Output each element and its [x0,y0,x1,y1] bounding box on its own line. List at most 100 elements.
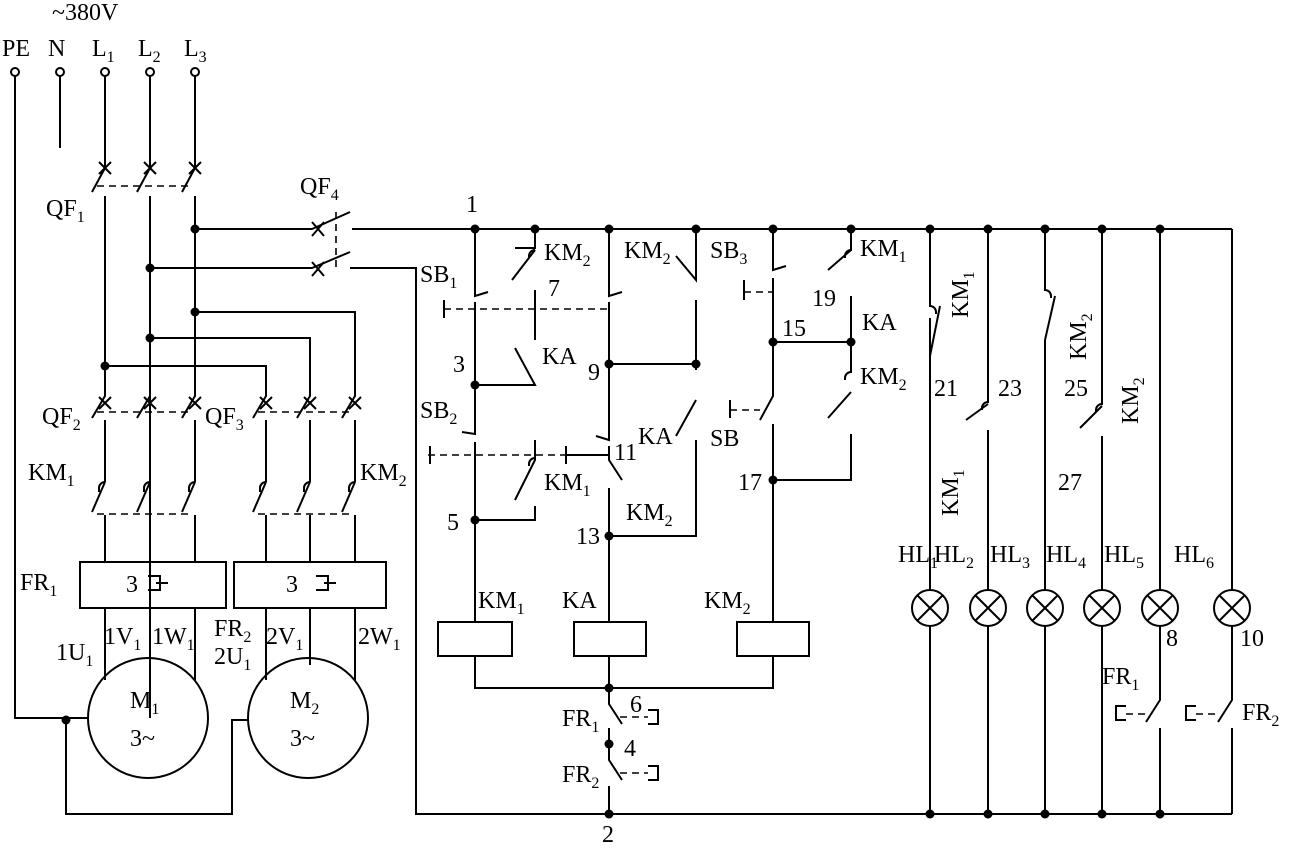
motor-m1 [87,657,209,779]
lamp-hl5 [1141,589,1179,627]
motor-ground-wire [65,717,248,815]
coil-km2 [736,621,810,657]
2u-label: 2U1 [214,644,251,674]
supply-voltage-label: ~380V [52,0,119,26]
1v-label: 1V1 [104,624,141,654]
fr2-box-label: 3 [286,572,298,598]
hl4-label: HL4 [1046,542,1086,572]
node-8-label: 8 [1166,626,1178,652]
fr2-box [233,561,387,609]
node-27-label: 27 [1058,470,1082,496]
node-1-label: 1 [466,192,478,218]
fr2-control-label: FR2 [562,762,599,792]
l2-sub: 2 [153,49,161,66]
sb3-label: SB3 [710,238,747,268]
control-circuit: 1 SB1 SB2 KM2 7 3 KA KM1 5 KM2 9 KA 11 K… [420,192,1165,848]
lamp-cross-icon [1218,594,1246,622]
fr1-box-label: 3 [126,572,138,598]
coil-km2-label: KM2 [704,588,751,618]
lamp-hl4 [1083,589,1121,627]
node-2-label: 2 [602,822,614,848]
2v-label: 2V1 [266,624,303,654]
node-10-label: 10 [1240,626,1264,652]
l2-terminal [145,67,155,77]
node-9-label: 9 [588,360,600,386]
coil-km1 [437,621,513,657]
node-5-label: 5 [447,510,459,536]
node-23-label: 23 [998,376,1022,402]
node-21-label: 21 [934,376,958,402]
ka-aux3-label: KA [862,310,897,336]
m1-phase: 3~ [130,726,155,752]
lamp-hl2 [969,589,1007,627]
fr1-box [79,561,227,609]
qf3-label: QF3 [205,404,244,434]
km1-aux-label: KM1 [544,470,591,500]
lamp-cross-icon [1031,594,1059,622]
node-11-label: 11 [614,440,637,466]
motors: 1U1 1V1 1W1 2U1 2V1 2W1 M1 3~ M2 3~ [56,624,401,815]
lamp-fr2-label: FR2 [1242,700,1279,730]
pe-terminal [10,67,20,77]
hl2-km1-label: KM1 [938,469,968,516]
lamp-hl1 [911,589,949,627]
qf1-label: QF1 [46,196,85,226]
fr2-label: FR2 [214,616,251,646]
hl1-km1-label: KM1 [948,271,978,318]
sb1-label: SB1 [420,262,457,292]
qf4-cross-icon [311,221,325,277]
qf1-cross-icon [98,161,202,175]
l1-label: L1 [92,36,115,66]
node-6-label: 6 [630,692,642,718]
l1-name: L [92,36,107,62]
motor-m2 [247,657,369,779]
indicator-lamps: HL1 HL2 HL3 HL4 HL5 HL6 KM1 21 23 KM1 KM… [898,229,1279,819]
fr1-thermal-icon [148,575,168,591]
node-17-label: 17 [738,470,762,496]
n-terminal [55,67,65,77]
qf1-breaker: QF1 [46,76,202,718]
node-4-label: 4 [624,736,636,762]
qf4-breaker: QF4 [300,174,1232,815]
lamp-fr1-label: FR1 [1102,664,1139,694]
lamp-hl6 [1213,589,1251,627]
n-label: N [48,36,65,62]
qf4-label: QF4 [300,174,339,204]
lamp-cross-icon [1146,594,1174,622]
1u-label: 1U1 [56,640,93,670]
hl5-label: HL5 [1104,542,1144,572]
hl3-km2-label: KM2 [1066,313,1096,360]
l3-name: L [184,36,199,62]
fr1-label: FR1 [20,570,57,600]
km2-main-label: KM2 [360,460,407,490]
l1-sub: 1 [107,49,115,66]
l3-sub: 3 [199,49,207,66]
km2-aux-label: KM2 [544,240,591,270]
hl6-label: HL6 [1174,542,1214,572]
qf2-label: QF2 [42,404,81,434]
lamp-cross-icon [1088,594,1116,622]
lamp-cross-icon [974,594,1002,622]
distribution-wires [100,224,356,390]
km2-aux2-label: KM2 [624,238,671,268]
main-contactors: KM1 KM2 [28,460,407,562]
l2-name: L [138,36,153,62]
pe-label: PE [2,36,30,62]
hl3-label: HL3 [990,542,1030,572]
m2-phase: 3~ [290,726,315,752]
qf3-cross-icon [259,396,362,410]
hl2-label: HL2 [934,542,974,572]
coil-ka-label: KA [562,588,597,614]
lamp-cross-icon [916,594,944,622]
fr2-thermal-icon [316,575,336,591]
node-3-label: 3 [453,352,465,378]
ka-aux2-label: KA [638,424,673,450]
coil-km1-label: KM1 [478,588,525,618]
node-15-label: 15 [782,316,806,342]
qf2-cross-icon [98,396,202,410]
thermal-relays: 3 3 FR1 FR2 [20,561,387,680]
node-25-label: 25 [1064,376,1088,402]
ka-aux-label: KA [542,344,577,370]
m1-label: M1 [130,688,159,718]
1w-label: 1W1 [152,624,195,654]
